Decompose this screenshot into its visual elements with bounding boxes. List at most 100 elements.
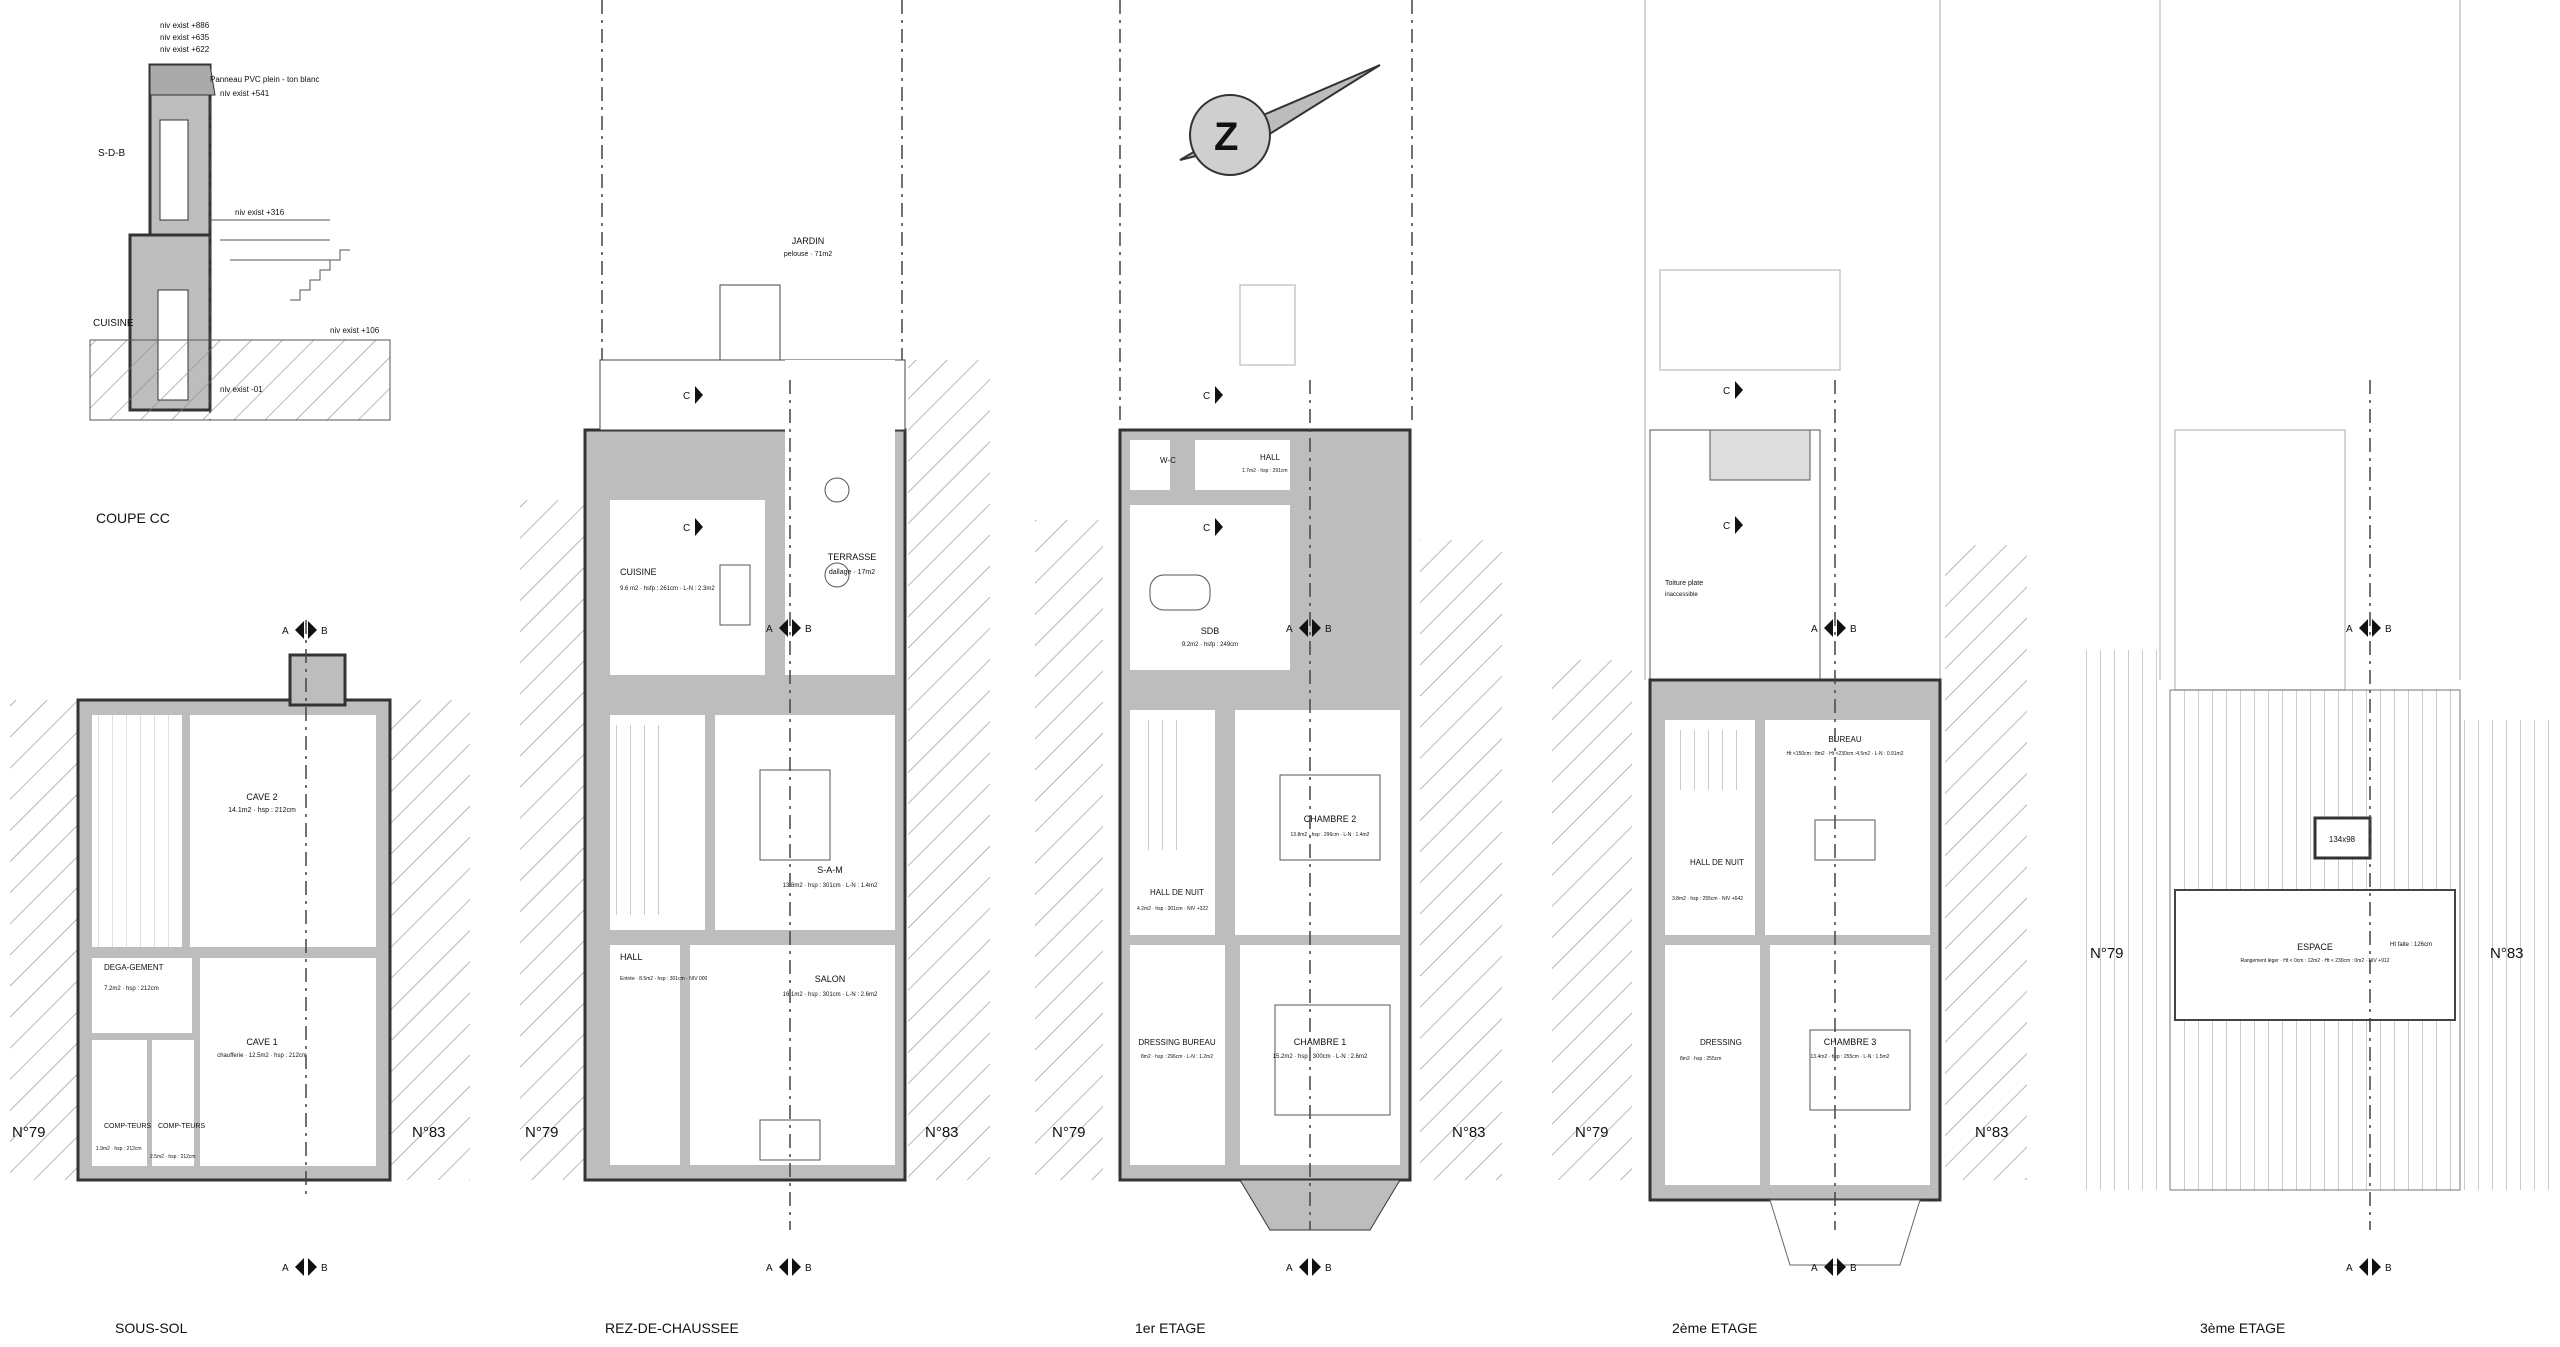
room-name: CUISINE (620, 567, 657, 577)
room-name: JARDIN (792, 236, 825, 246)
cave-1-room (200, 958, 376, 1166)
room-info: inaccessible (1665, 592, 1698, 598)
roof-light (1709, 429, 1811, 481)
room-info: Rangement léger · Ht < 0cm : 12m2 · Ht <… (2240, 958, 2389, 964)
section-level-label: niv exist +622 (160, 45, 210, 54)
cut-arrow-c (1735, 516, 1743, 534)
neighbor-roof-right (2460, 720, 2555, 1190)
section-ground (89, 339, 391, 421)
room-name: SALON (815, 974, 846, 984)
section-room-label: S-D-B (98, 148, 126, 159)
cut-arrow-c (1215, 518, 1223, 536)
cut-arrow-left (2359, 1258, 2368, 1276)
cut-arrow-right (308, 1258, 317, 1276)
room-name: CHAMBRE 2 (1304, 814, 1357, 824)
cut-label-c: C (1723, 521, 1730, 532)
cut-arrow-left (295, 1258, 304, 1276)
room-info: 13.8m2 · hsp : 301cm · L-N : 1.4m2 (783, 883, 878, 889)
room-name: Toiture plate (1665, 580, 1703, 587)
neighbor-label-left: N°79 (12, 1124, 46, 1141)
salon-room (690, 945, 895, 1165)
cut-arrow-right (1312, 1258, 1321, 1276)
neighbor-label-left: N°79 (1575, 1124, 1609, 1141)
bureau-room (1765, 720, 1930, 935)
cut-label-b: B (1325, 1263, 1332, 1274)
cut-arrow-left (1824, 1258, 1833, 1276)
cut-label-a: A (766, 624, 773, 635)
plan-title: 2ème ETAGE (1672, 1320, 1757, 1336)
room-info: 13.8m2 · hsp : 296cm · L-N : 1.4m2 (1291, 832, 1370, 838)
cut-arrow-right (1837, 1258, 1846, 1276)
cut-label-a: A (2346, 624, 2353, 635)
section-level-label: niv exist -01 (220, 385, 263, 394)
plan-2eme-etage: Toiture plate inaccessible BUREAU Ht <15… (1552, 0, 2027, 1336)
room-info: 15.2m2 · hsp : 300cm · L-N : 2.6m2 (1273, 1054, 1368, 1060)
sam-room (715, 715, 895, 930)
lower-roof-outline (1659, 269, 1841, 371)
ridge-height: Ht faite : 126cm (2390, 942, 2432, 948)
neighbor-label-right: N°83 (1975, 1124, 2009, 1141)
neighbor-label-left: N°79 (525, 1124, 559, 1141)
cut-label-a: A (1811, 624, 1818, 635)
cut-arrow-c (695, 386, 703, 404)
north-arrow-icon: Z (1179, 64, 1381, 176)
cut-label-a: A (1286, 624, 1293, 635)
plan-title: REZ-DE-CHAUSSEE (605, 1320, 739, 1336)
cut-label-c: C (683, 391, 690, 402)
section-roof (149, 64, 216, 96)
cut-arrow-left (295, 621, 304, 639)
room-info: 2.5m2 · hsp : 212cm (150, 1154, 196, 1160)
terrace-planter (824, 477, 850, 503)
cut-label-c: C (1723, 386, 1730, 397)
cut-label-a: A (1811, 1263, 1818, 1274)
section-steps (290, 249, 350, 301)
cut-label-c: C (1203, 391, 1210, 402)
bathtub (1149, 574, 1211, 611)
cut-arrow-left (1824, 619, 1833, 637)
chambre-1-room (1240, 945, 1400, 1165)
cut-arrow-left (1299, 619, 1308, 637)
neighbor-hatch-left (520, 500, 585, 1180)
plan-rez-de-chaussee: JARDIN pelouse · 71m2 CUISINE 9.6 m2 · h… (520, 0, 990, 1336)
stair-treads (92, 715, 182, 947)
room-info: 9.2m2 · hsfp : 249cm (1182, 642, 1238, 648)
cut-label-b: B (1850, 1263, 1857, 1274)
cut-label-b: B (321, 1263, 328, 1274)
room-name: CHAMBRE 1 (1294, 1037, 1347, 1047)
neighbor-hatch-right (390, 700, 470, 1180)
room-name: BUREAU (1828, 735, 1862, 744)
hall-room (1195, 440, 1290, 490)
neighbor-label-left: N°79 (1052, 1124, 1086, 1141)
chambre-3-room (1770, 945, 1930, 1185)
room-info: 1.9m2 · hsp : 212cm (96, 1146, 142, 1152)
terrasse-room (785, 360, 895, 675)
plan-3eme-etage: 134x98 ESPACE Rangement léger · Ht < 0cm… (2075, 0, 2555, 1336)
compteurs-2-room (152, 1040, 194, 1166)
cut-label-a: A (2346, 1263, 2353, 1274)
room-info: pelouse · 71m2 (784, 251, 832, 258)
cave-2-room (190, 715, 376, 947)
room-name: HALL DE NUIT (1150, 888, 1204, 897)
terrace-planter (824, 562, 850, 588)
stair-treads (615, 725, 660, 915)
room-name: HALL (1260, 453, 1281, 462)
stair-treads (1675, 730, 1745, 790)
skylight-frame (1814, 819, 1876, 861)
room-info: 8m2 · hsp : 255cm (1680, 1056, 1721, 1062)
room-info: 1.7m2 · hsp : 291cm (1242, 468, 1288, 474)
room-name: COMP-TEURS (158, 1123, 205, 1130)
svg-text:Z: Z (1214, 115, 1238, 159)
compteurs-1-room (92, 1040, 147, 1166)
room-name: CAVE 2 (246, 792, 277, 802)
room-name: CAVE 1 (246, 1037, 277, 1047)
cut-arrow-left (1299, 1258, 1308, 1276)
cut-marker-c: C (683, 386, 703, 404)
neighbor-roof-left (2075, 650, 2170, 1190)
section-level-label: niv exist +635 (160, 33, 210, 42)
